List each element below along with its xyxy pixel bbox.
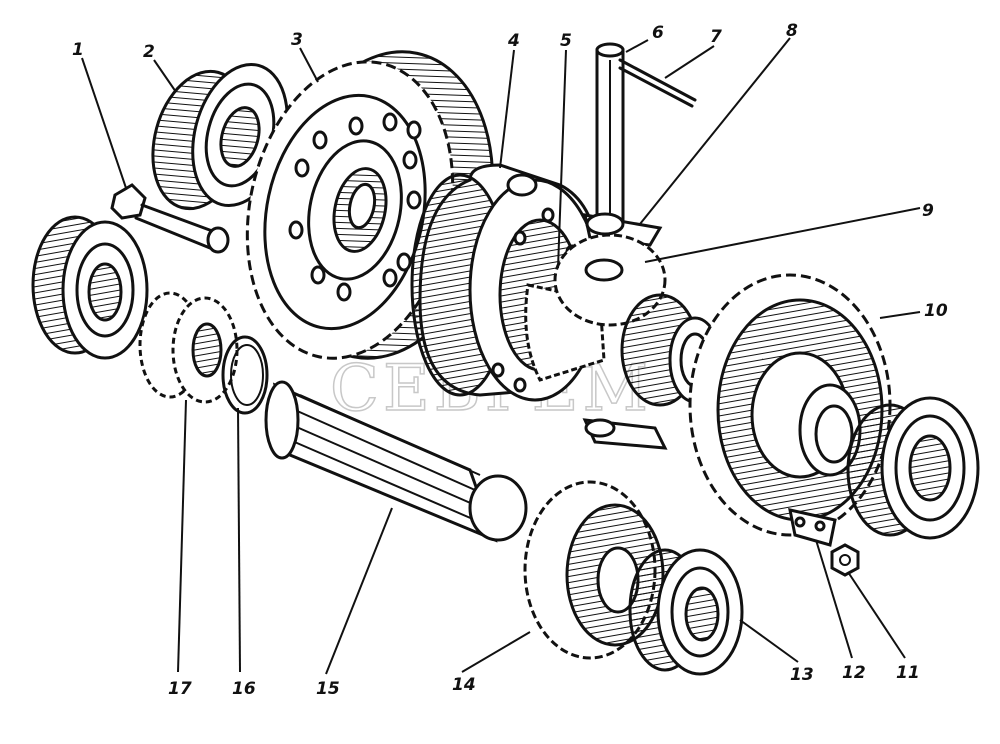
bolt-holes (288, 112, 422, 302)
lower-gear (523, 480, 665, 660)
callout-9: 9 (922, 201, 934, 221)
callout-14: 14 (452, 675, 476, 695)
callout-17: 17 (168, 679, 192, 699)
callout-12: 12 (842, 663, 866, 683)
snap-ring (221, 335, 269, 415)
cross-shaft-pin (595, 42, 625, 222)
lock-bracket (788, 508, 837, 547)
leader-lines (81, 37, 921, 675)
callout-5: 5 (560, 31, 572, 51)
bolt (110, 183, 230, 254)
cotter-pin (618, 58, 697, 108)
callout-3: 3 (291, 30, 303, 50)
callout-10: 10 (924, 301, 948, 321)
callout-16: 16 (232, 679, 256, 699)
nut (830, 543, 860, 577)
callout-labels: 1 2 3 4 5 6 7 8 9 10 11 12 13 14 15 16 1… (72, 21, 948, 699)
bearing-right (846, 396, 980, 540)
bearing-lower (628, 548, 744, 676)
callout-7: 7 (710, 27, 722, 47)
small-bevel-gear (553, 233, 667, 327)
callout-15: 15 (316, 679, 340, 699)
bearing-left (31, 215, 149, 360)
callout-4: 4 (507, 31, 520, 51)
large-ring-gear (245, 50, 495, 360)
callout-8: 8 (786, 21, 798, 41)
callout-6: 6 (652, 23, 664, 43)
lock-plate-lower (582, 418, 668, 450)
callout-2: 2 (143, 42, 155, 62)
right-large-gear (688, 273, 892, 537)
callout-1: 1 (72, 40, 84, 60)
bearing-upper-left (151, 62, 289, 211)
callout-13: 13 (790, 665, 814, 685)
splined-shaft (264, 380, 528, 543)
callout-11: 11 (896, 663, 920, 683)
